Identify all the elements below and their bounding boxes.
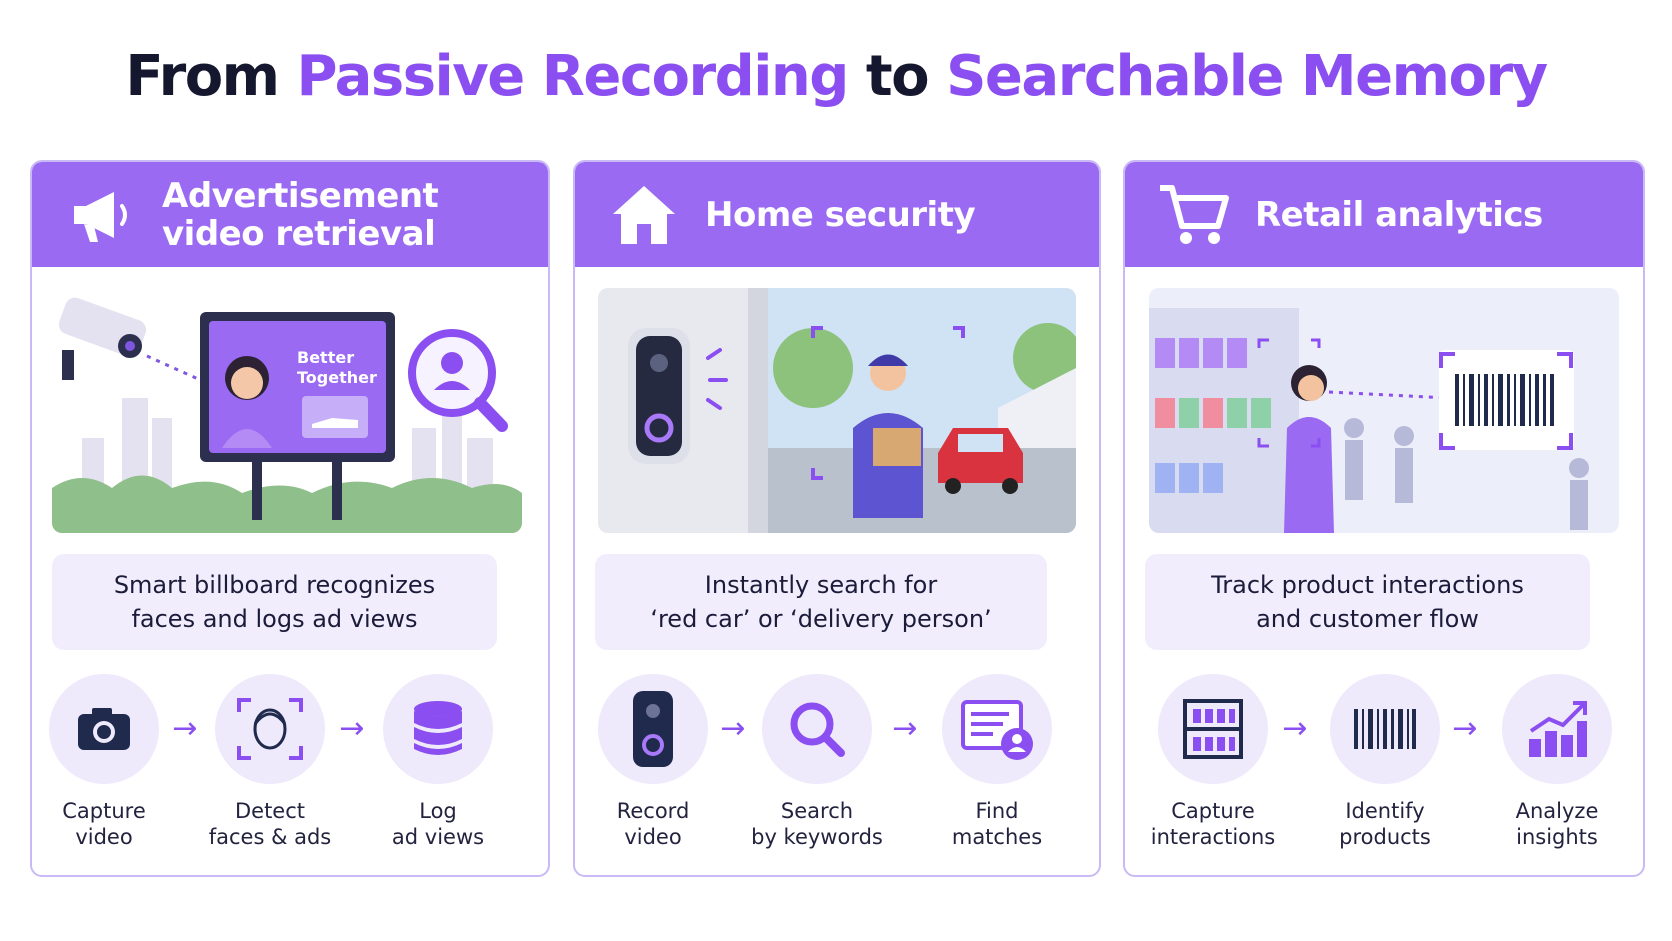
- megaphone-icon: [62, 176, 140, 254]
- arrow-right-icon: →: [892, 711, 918, 746]
- title-part-to: to: [865, 44, 930, 109]
- barcode-icon: [1330, 674, 1440, 784]
- step-label-line2: products: [1339, 825, 1431, 849]
- card-title-line2: video retrieval: [162, 213, 436, 254]
- arrow-right-icon: →: [720, 711, 746, 746]
- card-header-retail-analytics: Retail analytics: [1125, 162, 1643, 267]
- arrow-right-icon: →: [339, 711, 365, 746]
- camera-icon: [49, 674, 159, 784]
- face-search-icon: [408, 329, 508, 432]
- card-home-security: Home security: [573, 160, 1101, 877]
- step-label-line2: by keywords: [751, 825, 883, 849]
- card-header-home-security: Home security: [575, 162, 1099, 267]
- billboard-text-1: Better: [297, 348, 354, 367]
- card-title-line1: Retail analytics: [1255, 194, 1543, 235]
- title-part-from: From: [125, 44, 280, 109]
- step-label-line2: video: [75, 825, 133, 849]
- step-label-line1: Find: [975, 799, 1019, 823]
- card-title-advertisement: Advertisement video retrieval: [162, 175, 439, 254]
- card-title-line1: Advertisement: [162, 175, 439, 216]
- desc-line1: Instantly search for: [704, 571, 938, 599]
- home-icon: [605, 176, 683, 254]
- cart-icon: [1155, 176, 1233, 254]
- description-home-security: Instantly search for ‘red car’ or ‘deliv…: [595, 554, 1047, 650]
- arrow-right-icon: →: [1452, 711, 1478, 746]
- title-part-passive: Passive Recording: [296, 44, 850, 109]
- step-label-line1: Record: [616, 799, 690, 823]
- shopper-icon: [1284, 365, 1334, 533]
- card-title-retail-analytics: Retail analytics: [1255, 196, 1543, 234]
- desc-line2: and customer flow: [1256, 605, 1479, 633]
- database-icon: [383, 674, 493, 784]
- billboard-text-2: Together: [297, 368, 377, 387]
- arrow-right-icon: →: [1282, 711, 1308, 746]
- step-label-line1: Detect: [234, 799, 306, 823]
- step-label-line2: insights: [1516, 825, 1598, 849]
- face-scan-icon: [215, 674, 325, 784]
- step-label-line2: video: [624, 825, 682, 849]
- search-icon: [762, 674, 872, 784]
- step-label-line1: Identify: [1345, 799, 1425, 823]
- description-advertisement: Smart billboard recognizes faces and log…: [52, 554, 497, 650]
- barcode-scan-icon: [1439, 350, 1574, 450]
- step-label-line2: ad views: [391, 825, 485, 849]
- arrow-right-icon: →: [172, 711, 198, 746]
- step-label-line2: faces & ads: [208, 825, 332, 849]
- step-label-line1: Log: [419, 799, 457, 823]
- step-label-line2: matches: [951, 825, 1043, 849]
- doorbell-icon: [628, 328, 690, 464]
- match-document-icon: [942, 674, 1052, 784]
- doorbell-illustration: [598, 288, 1076, 533]
- description-retail-analytics: Track product interactions and customer …: [1145, 554, 1590, 650]
- card-title-line1: Home security: [705, 194, 976, 235]
- chart-icon: [1502, 674, 1612, 784]
- card-title-home-security: Home security: [705, 194, 976, 235]
- step-label-line1: Capture: [1171, 799, 1255, 823]
- title-part-searchable: Searchable Memory: [946, 44, 1548, 109]
- page-title: From Passive Recording to Searchable Mem…: [0, 44, 1672, 109]
- desc-line2: faces and logs ad views: [131, 605, 418, 633]
- store-illustration: [1149, 288, 1619, 533]
- step-label-line1: Analyze: [1515, 799, 1599, 823]
- red-car-icon: [938, 428, 1023, 494]
- card-header-advertisement: Advertisement video retrieval: [32, 162, 548, 267]
- step-label-line1: Search: [780, 799, 854, 823]
- card-advertisement: Advertisement video retrieval: [30, 160, 550, 877]
- card-retail-analytics: Retail analytics: [1123, 160, 1645, 877]
- delivery-person-icon: [853, 354, 923, 518]
- step-label-line1: Capture: [62, 799, 146, 823]
- desc-line1: Smart billboard recognizes: [113, 571, 436, 599]
- billboard-illustration: Better Together: [52, 288, 522, 533]
- shelf-icon: [1158, 674, 1268, 784]
- desc-line2: ‘red car’ or ‘delivery person’: [650, 605, 992, 633]
- doorbell-icon: [598, 674, 708, 784]
- desc-line1: Track product interactions: [1211, 571, 1524, 599]
- security-camera-icon: [58, 297, 147, 380]
- step-label-line2: interactions: [1150, 825, 1276, 849]
